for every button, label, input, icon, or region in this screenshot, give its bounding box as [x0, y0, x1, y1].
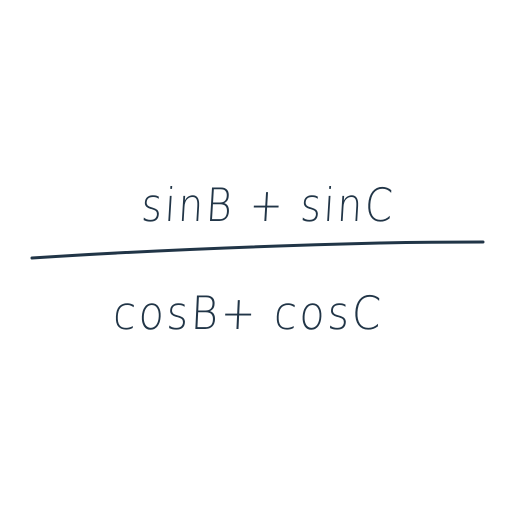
fraction-denominator: cosB+ cosC	[112, 286, 385, 340]
fraction-line	[30, 240, 485, 260]
